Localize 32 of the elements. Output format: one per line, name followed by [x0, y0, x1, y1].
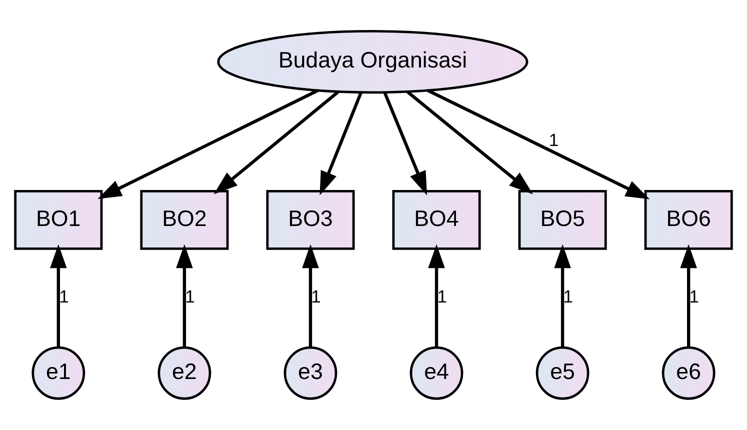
node-circle: e5: [536, 346, 590, 400]
node-box: BO4: [392, 190, 481, 250]
node-box: BO1: [14, 190, 103, 250]
node-ellipse: Budaya Organisasi: [217, 30, 528, 94]
node-circle: e3: [284, 346, 338, 400]
node-circle: e6: [662, 346, 716, 400]
node-box: BO3: [266, 190, 355, 250]
arrow: [554, 244, 571, 348]
node-box: BO6: [644, 190, 733, 250]
node-circle: e2: [158, 346, 212, 400]
node-circle: e1: [32, 346, 86, 400]
arrow: [320, 92, 362, 196]
node-box: BO2: [140, 190, 229, 250]
arrow: [427, 88, 650, 200]
node-box: BO5: [518, 190, 607, 250]
edge-label: 1: [689, 286, 700, 307]
arrow: [302, 244, 319, 348]
arrow: [176, 244, 193, 348]
edge-label: 1: [311, 286, 321, 307]
node-circle: e4: [410, 346, 464, 400]
arrow: [428, 244, 445, 348]
arrow: [98, 88, 319, 200]
edge-label: 1: [185, 286, 195, 307]
edge-label: 1: [548, 130, 559, 150]
edge-label: 1: [437, 286, 447, 307]
arrow: [406, 90, 533, 194]
arrow: [50, 244, 67, 348]
arrow: [680, 244, 697, 348]
edge-label: 1: [59, 286, 69, 307]
arrow: [214, 90, 340, 194]
arrow: [383, 92, 428, 196]
edge-label: 1: [563, 286, 574, 307]
